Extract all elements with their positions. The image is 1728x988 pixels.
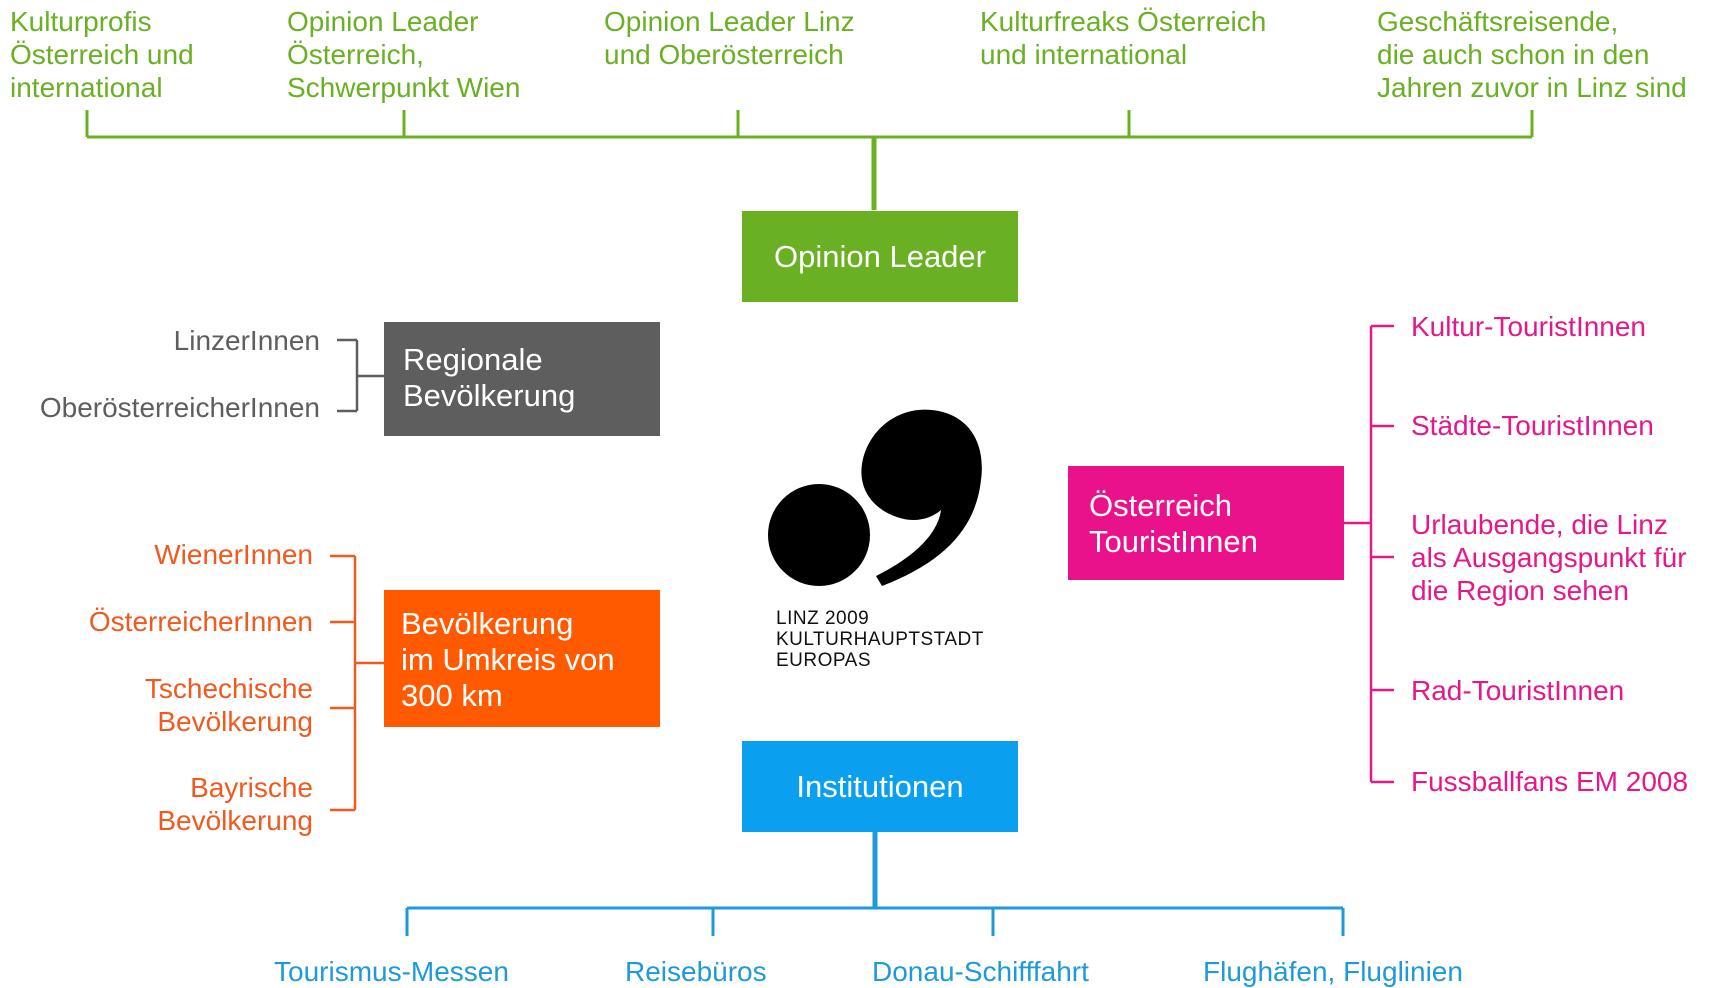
tourists-item-rad: Rad-TouristInnen xyxy=(1411,675,1625,706)
regional-box: Regionale Bevölkerung xyxy=(384,322,660,436)
opinion-leader-item-linz: Opinion Leader Linz und Oberösterreich xyxy=(604,6,855,70)
institutions-item-reisebueros: Reisebüros xyxy=(625,956,767,987)
opinion-leader-item-oesterreich: Opinion Leader Österreich, Schwerpunkt W… xyxy=(287,6,521,103)
institutions-box-label: Institutionen xyxy=(796,768,964,804)
opinion-leader-box: Opinion Leader xyxy=(742,211,1018,302)
tourists-item-fussball: Fussballfans EM 2008 xyxy=(1411,766,1689,797)
regional-item-ooe: OberösterreicherInnen xyxy=(39,392,320,423)
umkreis-item-wien: WienerInnen xyxy=(154,539,313,570)
regional-box-label: Regionale Bevölkerung xyxy=(403,342,576,413)
opinion-leader-connectors xyxy=(85,110,1534,210)
institutions-connectors xyxy=(405,832,1345,936)
logo-comma xyxy=(861,409,982,586)
linz2009-logo xyxy=(768,409,982,586)
umkreis-item-tschechien: Tschechische Bevölkerung xyxy=(144,673,313,737)
tourists-item-staedte: Städte-TouristInnen xyxy=(1411,410,1654,441)
umkreis-item-bayern: Bayrische Bevölkerung xyxy=(157,772,313,836)
institutions-item-flughaefen: Flughäfen, Fluglinien xyxy=(1203,956,1463,987)
opinion-leader-item-kulturfreaks: Kulturfreaks Österreich und internationa… xyxy=(980,6,1267,70)
opinion-leader-item-kulturprofis: Kulturprofis Österreich und internationa… xyxy=(10,6,194,103)
logo-dot xyxy=(768,484,870,586)
tourists-item-urlaubende: Urlaubende, die Linz als Ausgangspunkt f… xyxy=(1411,509,1687,606)
umkreis-item-oesterreich: ÖsterreicherInnen xyxy=(88,606,313,637)
umkreis-box: Bevölkerung im Umkreis von 300 km xyxy=(384,590,660,727)
logo-text: LINZ 2009 KULTURHAUPTSTADT EUROPAS xyxy=(776,608,984,671)
tourists-box: Österreich TouristInnen xyxy=(1068,466,1344,580)
regional-item-linz: LinzerInnen xyxy=(173,325,320,356)
opinion-leader-box-label: Opinion Leader xyxy=(774,238,986,274)
umkreis-connectors xyxy=(330,554,384,812)
tourists-item-kultur: Kultur-TouristInnen xyxy=(1411,311,1647,342)
tourists-box-label: Österreich TouristInnen xyxy=(1089,488,1258,559)
tourists-connectors xyxy=(1344,324,1394,784)
institutions-item-messen: Tourismus-Messen xyxy=(274,956,509,987)
umkreis-box-label: Bevölkerung im Umkreis von 300 km xyxy=(401,606,615,713)
institutions-item-schifffahrt: Donau-Schifffahrt xyxy=(872,956,1089,987)
opinion-leader-item-geschaeftsreisende: Geschäftsreisende, die auch schon in den… xyxy=(1377,6,1687,103)
regional-connectors xyxy=(337,338,384,413)
institutions-box: Institutionen xyxy=(742,741,1018,832)
